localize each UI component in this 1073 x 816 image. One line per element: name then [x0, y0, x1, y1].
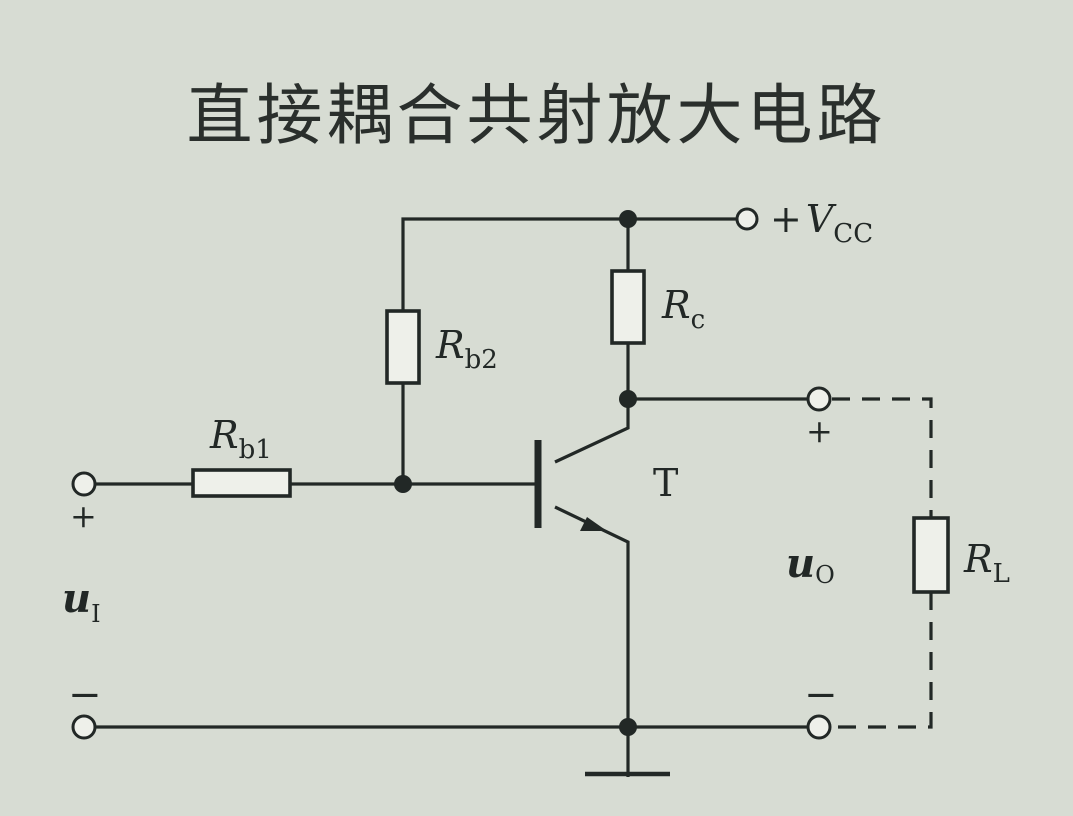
label-vcc-main: V [806, 197, 837, 241]
terminal-input-minus [71, 714, 97, 740]
node-collector-junction [619, 390, 637, 408]
label-rb1-sub: b1 [239, 435, 272, 465]
label-rc-main: R [661, 283, 691, 327]
label-input-minus: − [68, 672, 102, 718]
label-vcc-sub: CC [833, 219, 873, 249]
label-rl-main: R [963, 537, 993, 581]
resistor-rl [912, 516, 950, 594]
label-vcc-prefix: + [770, 197, 802, 241]
label-rl: RL [963, 537, 1010, 589]
label-uo: uO [786, 540, 835, 589]
node-base-junction [394, 475, 412, 493]
label-rl-sub: L [993, 559, 1010, 589]
label-uo-sub: O [815, 561, 835, 589]
emitter-arrow [580, 517, 607, 531]
node-ground-junction [619, 718, 637, 736]
label-vcc: +VCC [770, 197, 873, 249]
label-uo-main: u [786, 540, 815, 587]
label-rb2-sub: b2 [465, 345, 498, 375]
label-rb1: Rb1 [209, 413, 272, 465]
terminal-output-plus [806, 386, 832, 412]
label-rc-sub: c [691, 305, 706, 335]
terminal-output-minus [806, 714, 832, 740]
label-output-plus: + [806, 412, 833, 450]
label-ui-main: u [62, 575, 91, 622]
label-input-plus: + [70, 497, 97, 535]
terminal-vcc [735, 207, 759, 231]
wire-rc-bottom [554, 343, 630, 464]
node-vcc-junction [619, 210, 637, 228]
label-rb1-main: R [209, 413, 239, 457]
resistor-rb1 [191, 468, 292, 498]
page-title: 直接耦合共射放大电路 [186, 77, 887, 154]
label-rc: Rc [661, 283, 705, 335]
terminal-input-plus [71, 471, 97, 497]
resistor-rb2 [385, 309, 421, 385]
wire-load-dashed [832, 397, 933, 729]
label-rb2: Rb2 [435, 323, 498, 375]
label-rb2-main: R [435, 323, 465, 367]
label-ui: uI [62, 575, 101, 628]
label-ui-sub: I [91, 600, 100, 628]
transistor-emitter [554, 505, 630, 777]
label-output-minus: − [804, 672, 838, 718]
resistor-rc [610, 269, 646, 345]
label-transistor: T [653, 461, 678, 505]
